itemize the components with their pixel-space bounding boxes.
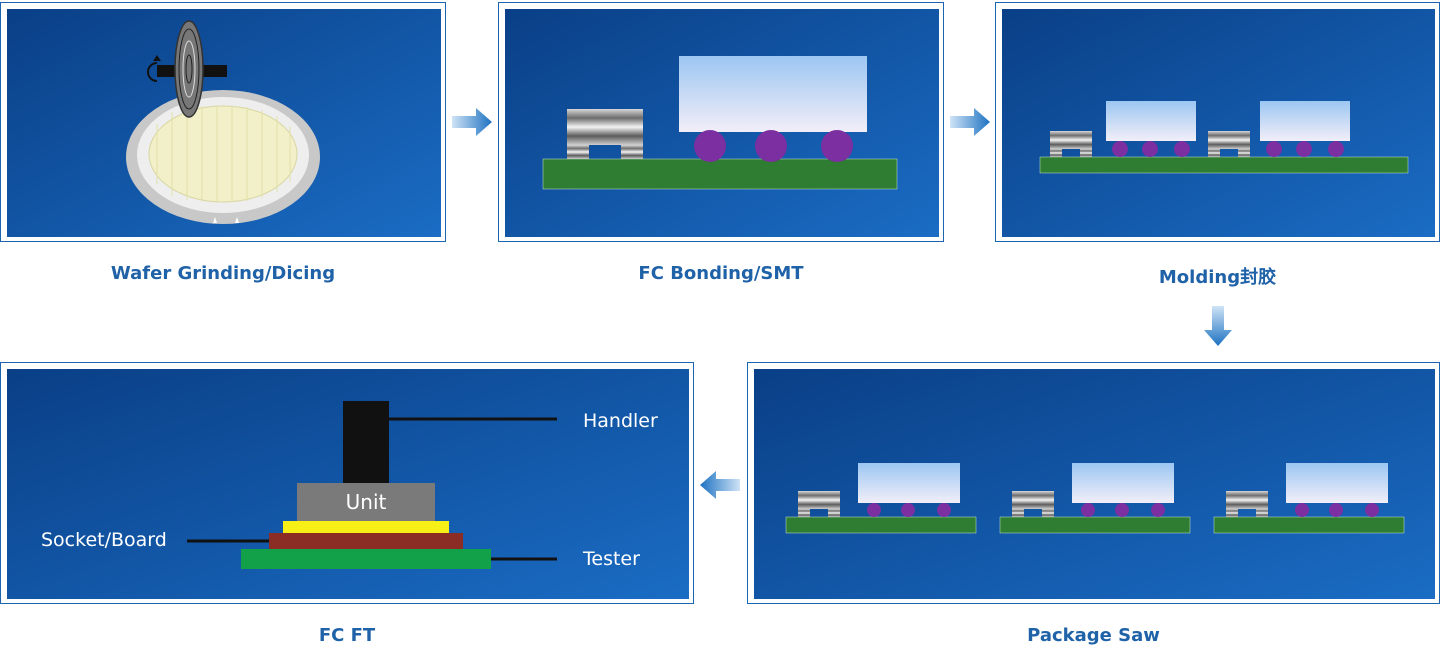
solder-bump bbox=[1112, 141, 1128, 157]
solder-bump bbox=[1081, 503, 1095, 517]
die bbox=[1260, 101, 1350, 141]
handler-label: Handler bbox=[583, 410, 658, 432]
solder-bump bbox=[1295, 503, 1309, 517]
solder-bump bbox=[1142, 141, 1158, 157]
solder-bump bbox=[901, 503, 915, 517]
solder-bump bbox=[1266, 141, 1282, 157]
board-layer bbox=[269, 533, 463, 549]
smt-component bbox=[567, 109, 643, 159]
solder-bump bbox=[937, 503, 951, 517]
solder-bump bbox=[1115, 503, 1129, 517]
arrow-right-icon bbox=[950, 108, 990, 136]
die bbox=[1286, 463, 1388, 503]
panel-molding bbox=[995, 2, 1440, 242]
smt-component bbox=[1226, 491, 1268, 517]
die bbox=[1106, 101, 1196, 141]
substrate bbox=[1039, 156, 1409, 174]
substrate bbox=[785, 516, 977, 534]
solder-bump bbox=[1151, 503, 1165, 517]
handler-block bbox=[343, 401, 389, 483]
socket-board-label: Socket/Board bbox=[41, 529, 167, 551]
solder-bump bbox=[867, 503, 881, 517]
die bbox=[1072, 463, 1174, 503]
panel-wafer-grinding bbox=[0, 2, 446, 242]
tester-layer bbox=[241, 549, 491, 569]
smt-component bbox=[798, 491, 840, 517]
solder-bump bbox=[755, 130, 787, 162]
fc-ft-illustration: Unit Handler Socket/Board Tester bbox=[7, 369, 689, 599]
solder-bump bbox=[1365, 503, 1379, 517]
arrow-left-icon bbox=[700, 471, 740, 499]
caption-package-saw: Package Saw bbox=[1027, 625, 1160, 646]
caption-fc-ft: FC FT bbox=[318, 625, 376, 646]
die bbox=[858, 463, 960, 503]
die bbox=[679, 56, 867, 132]
smt-component bbox=[1050, 131, 1092, 157]
unit-label: Unit bbox=[346, 490, 387, 514]
solder-bump bbox=[1296, 141, 1312, 157]
wafer bbox=[148, 105, 298, 203]
dicing-blade bbox=[147, 20, 227, 118]
solder-bump bbox=[1174, 141, 1190, 157]
caption-wafer-grinding: Wafer Grinding/Dicing bbox=[110, 263, 336, 284]
package-saw-illustration bbox=[754, 369, 1435, 599]
solder-bump bbox=[1328, 141, 1344, 157]
unit-block bbox=[297, 483, 435, 521]
panel-fc-bonding bbox=[498, 2, 944, 242]
fc-bonding-illustration bbox=[505, 9, 939, 237]
caption-fc-bonding: FC Bonding/SMT bbox=[638, 263, 804, 284]
substrate bbox=[542, 158, 898, 190]
smt-component bbox=[1208, 131, 1250, 157]
substrate bbox=[1213, 516, 1405, 534]
substrate bbox=[999, 516, 1191, 534]
socket-layer bbox=[283, 521, 449, 533]
smt-component bbox=[1012, 491, 1054, 517]
solder-bump bbox=[694, 130, 726, 162]
arrow-down-icon bbox=[1204, 306, 1232, 346]
solder-bump bbox=[1329, 503, 1343, 517]
solder-bump bbox=[821, 130, 853, 162]
panel-fc-ft: Unit Handler Socket/Board Tester bbox=[0, 362, 694, 604]
wafer-grinding-illustration bbox=[7, 9, 441, 237]
panel-package-saw bbox=[747, 362, 1440, 604]
tester-label: Tester bbox=[582, 548, 640, 570]
caption-molding: Molding封胶 bbox=[1158, 267, 1277, 288]
molding-illustration bbox=[1002, 9, 1435, 237]
arrow-right-icon bbox=[452, 108, 492, 136]
